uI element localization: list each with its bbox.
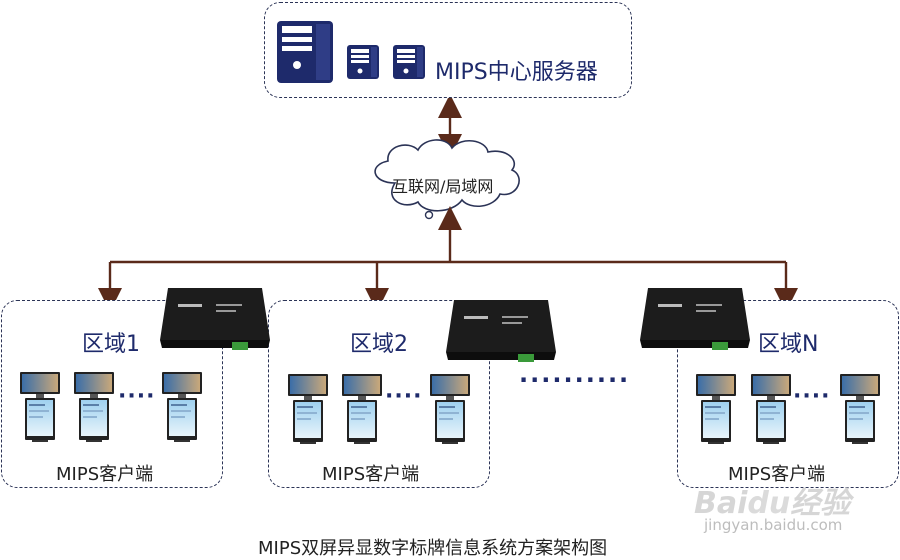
kiosk-ellipsis-1: ···· bbox=[118, 384, 156, 409]
media-player-device-2 bbox=[446, 300, 556, 362]
kiosk-display-icon bbox=[20, 372, 60, 442]
kiosk-display-icon bbox=[751, 374, 791, 444]
server-small-icon bbox=[393, 45, 425, 79]
regions-between-dots: ·········· bbox=[519, 366, 631, 394]
kiosk-display-icon bbox=[288, 374, 328, 444]
diagram-caption: MIPS双屏异显数字标牌信息系统方案架构图 bbox=[258, 538, 608, 559]
client-label-2: MIPS客户端 bbox=[322, 464, 420, 485]
kiosk-ellipsis-n: ···· bbox=[793, 384, 831, 409]
kiosk-display-icon bbox=[430, 374, 470, 444]
region-label-n: 区域N bbox=[758, 332, 819, 357]
server-small-icon bbox=[347, 45, 379, 79]
kiosk-display-icon bbox=[74, 372, 114, 442]
media-player-device-1 bbox=[160, 288, 270, 350]
kiosk-ellipsis-2: ···· bbox=[385, 384, 423, 409]
client-label-n: MIPS客户端 bbox=[728, 464, 826, 485]
server-tower-icon bbox=[277, 21, 333, 83]
network-label: 互联网/局域网 bbox=[392, 177, 494, 196]
watermark-url: jingyan.baidu.com bbox=[704, 516, 843, 534]
kiosk-display-icon bbox=[162, 372, 202, 442]
kiosk-display-icon bbox=[696, 374, 736, 444]
baidu-jingyan-watermark: Baidu经验 bbox=[694, 486, 851, 521]
region-label-2: 区域2 bbox=[350, 332, 408, 357]
client-label-1: MIPS客户端 bbox=[56, 464, 154, 485]
region-label-1: 区域1 bbox=[82, 332, 140, 357]
media-player-device-n bbox=[640, 288, 750, 350]
server-label: MIPS中心服务器 bbox=[435, 60, 598, 85]
kiosk-display-icon bbox=[840, 374, 880, 444]
kiosk-display-icon bbox=[342, 374, 382, 444]
